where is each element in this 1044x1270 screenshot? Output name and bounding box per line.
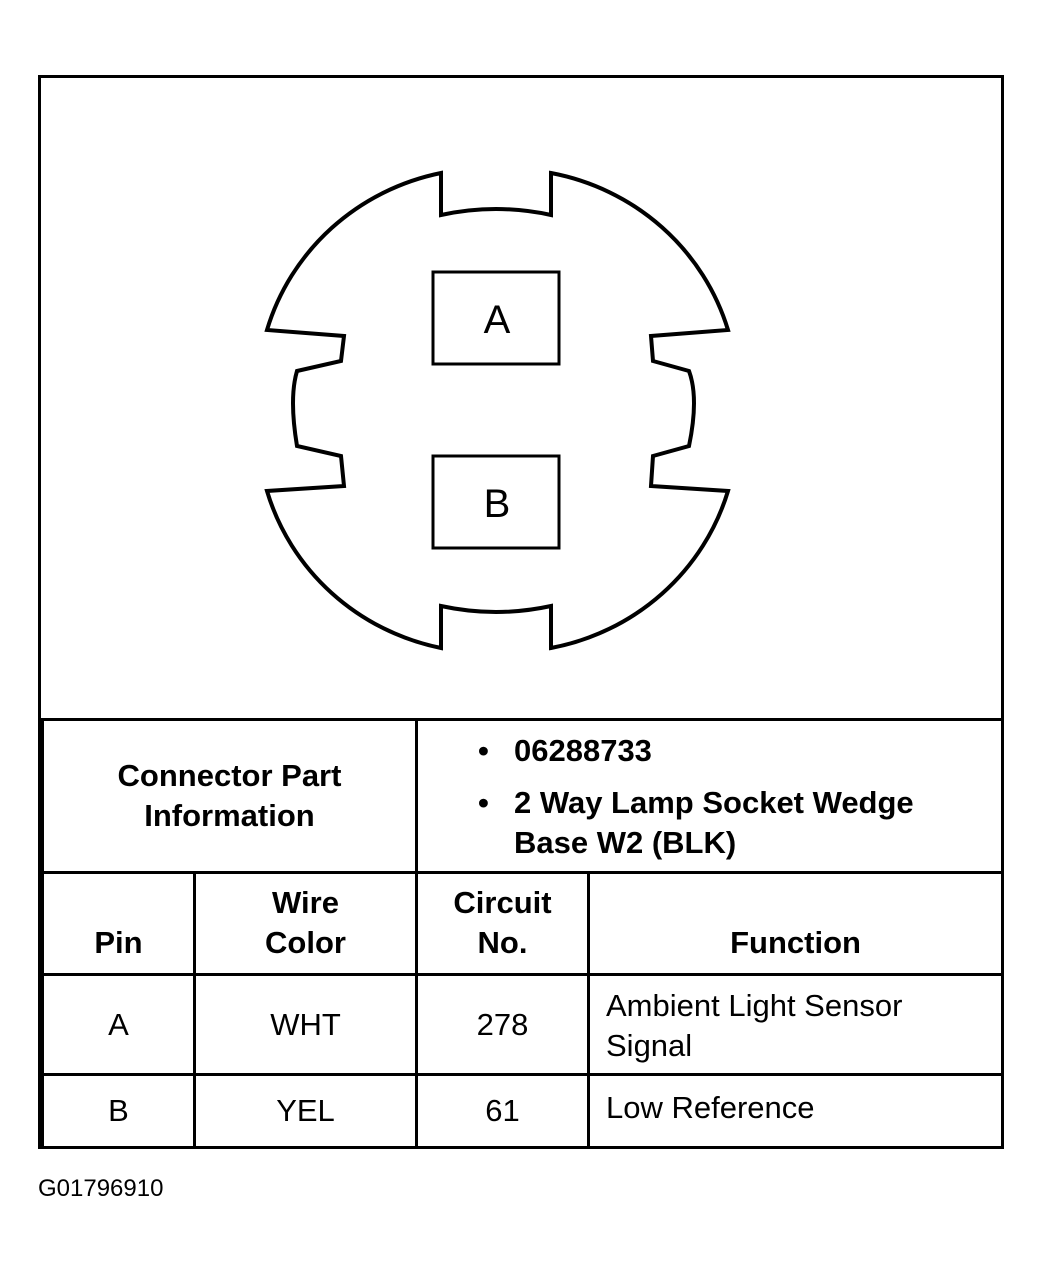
column-header-row: Pin Wire Color Circuit No. Function — [41, 871, 1005, 976]
row-b-wire-color: YEL — [193, 1073, 418, 1149]
diagram-frame: A B Connector Part Information 06288733 … — [38, 75, 1005, 1149]
figure-id: G01796910 — [38, 1175, 164, 1202]
pin-a-cavity — [431, 270, 561, 366]
pin-a-label: A — [484, 298, 511, 342]
row-a-circuit-no: 278 — [415, 973, 590, 1076]
connector-face-svg: A B — [264, 170, 731, 651]
header-wire-color: Wire Color — [193, 871, 418, 976]
row-a-function: Ambient Light Sensor Signal — [586, 973, 1005, 1076]
pin-b-cavity — [431, 454, 561, 550]
row-a-wire-color: WHT — [193, 973, 418, 1076]
part-info-list: 06288733 2 Way Lamp Socket Wedge Base W2… — [478, 731, 991, 863]
row-b-function: Low Reference — [586, 1073, 1005, 1149]
part-info-cell: 06288733 2 Way Lamp Socket Wedge Base W2… — [414, 718, 1005, 874]
connector-diagram: A B — [41, 78, 1001, 718]
part-info-row: Connector Part Information 06288733 2 Wa… — [41, 718, 1005, 874]
pin-b-label: B — [484, 482, 511, 526]
header-function: Function — [586, 871, 1005, 976]
table-row: B YEL 61 Low Reference — [41, 1073, 1005, 1149]
connector-pinout-table: Connector Part Information 06288733 2 Wa… — [41, 718, 1005, 1149]
part-description: 2 Way Lamp Socket Wedge Base W2 (BLK) — [478, 783, 991, 863]
row-b-pin: B — [41, 1073, 196, 1149]
connector-outline — [264, 170, 731, 651]
header-circuit-no: Circuit No. — [415, 871, 590, 976]
header-pin: Pin — [41, 871, 196, 976]
part-info-header: Connector Part Information — [117, 758, 342, 833]
row-a-pin: A — [41, 973, 196, 1076]
table-row: A WHT 278 Ambient Light Sensor Signal — [41, 973, 1005, 1076]
part-info-header-cell: Connector Part Information — [41, 718, 418, 874]
row-b-circuit-no: 61 — [415, 1073, 590, 1149]
part-number: 06288733 — [478, 731, 991, 771]
